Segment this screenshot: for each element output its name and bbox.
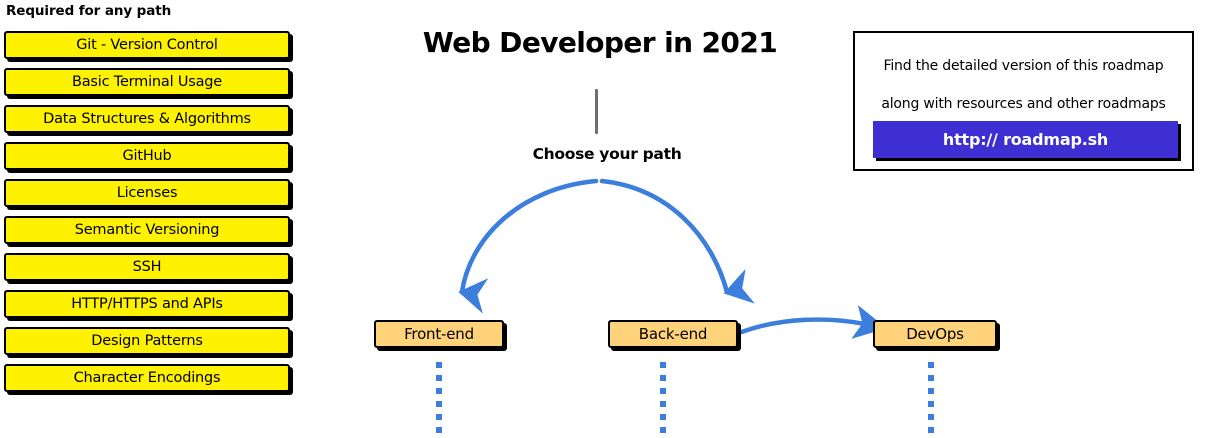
required-topic-item[interactable]: Semantic Versioning <box>4 216 290 244</box>
required-topic-item[interactable]: GitHub <box>4 142 290 170</box>
title-stem-line <box>595 89 598 134</box>
roadmap-card-line-1: Find the detailed version of this roadma… <box>883 58 1164 74</box>
required-topic-item[interactable]: Design Patterns <box>4 327 290 355</box>
trail-dot <box>436 401 442 407</box>
trail-dot <box>436 388 442 394</box>
trail-dot <box>928 375 934 381</box>
trail-dot <box>928 401 934 407</box>
required-topic-item[interactable]: Data Structures & Algorithms <box>4 105 290 133</box>
choose-your-path-label: Choose your path <box>532 145 682 163</box>
roadmap-sh-link-button[interactable]: http:// roadmap.sh <box>873 121 1178 158</box>
roadmap-card-line-2: along with resources and other roadmaps <box>881 96 1166 112</box>
required-topic-item[interactable]: Basic Terminal Usage <box>4 68 290 96</box>
trail-dot <box>660 401 666 407</box>
trail-dot <box>436 375 442 381</box>
trail-dot <box>928 388 934 394</box>
required-topic-item[interactable]: Git - Version Control <box>4 31 290 59</box>
dotted-trail-devops <box>928 362 934 438</box>
branching-arrows-icon <box>458 178 755 314</box>
required-topic-item[interactable]: SSH <box>4 253 290 281</box>
path-box-back-end[interactable]: Back-end <box>608 320 738 348</box>
trail-dot <box>436 414 442 420</box>
trail-dot <box>436 427 442 433</box>
trail-dot <box>660 362 666 368</box>
trail-dot <box>660 375 666 381</box>
trail-dot <box>660 414 666 420</box>
required-topic-item[interactable]: Character Encodings <box>4 364 290 392</box>
dotted-trail-front-end <box>436 362 442 438</box>
required-topic-item[interactable]: HTTP/HTTPS and APIs <box>4 290 290 318</box>
path-box-devops[interactable]: DevOps <box>873 320 997 348</box>
trail-dot <box>928 427 934 433</box>
trail-dot <box>928 414 934 420</box>
roadmap-info-card: Find the detailed version of this roadma… <box>853 31 1194 171</box>
trail-dot <box>660 427 666 433</box>
trail-dot <box>928 362 934 368</box>
dotted-trail-back-end <box>660 362 666 438</box>
page-title: Web Developer in 2021 <box>422 26 778 59</box>
required-topic-item[interactable]: Licenses <box>4 179 290 207</box>
path-box-front-end[interactable]: Front-end <box>374 320 504 348</box>
required-section-heading: Required for any path <box>6 3 172 19</box>
backend-to-devops-arrow-icon <box>736 305 887 339</box>
trail-dot <box>436 362 442 368</box>
required-for-any-path-section: Required for any path Git - Version Cont… <box>4 0 296 392</box>
trail-dot <box>660 388 666 394</box>
